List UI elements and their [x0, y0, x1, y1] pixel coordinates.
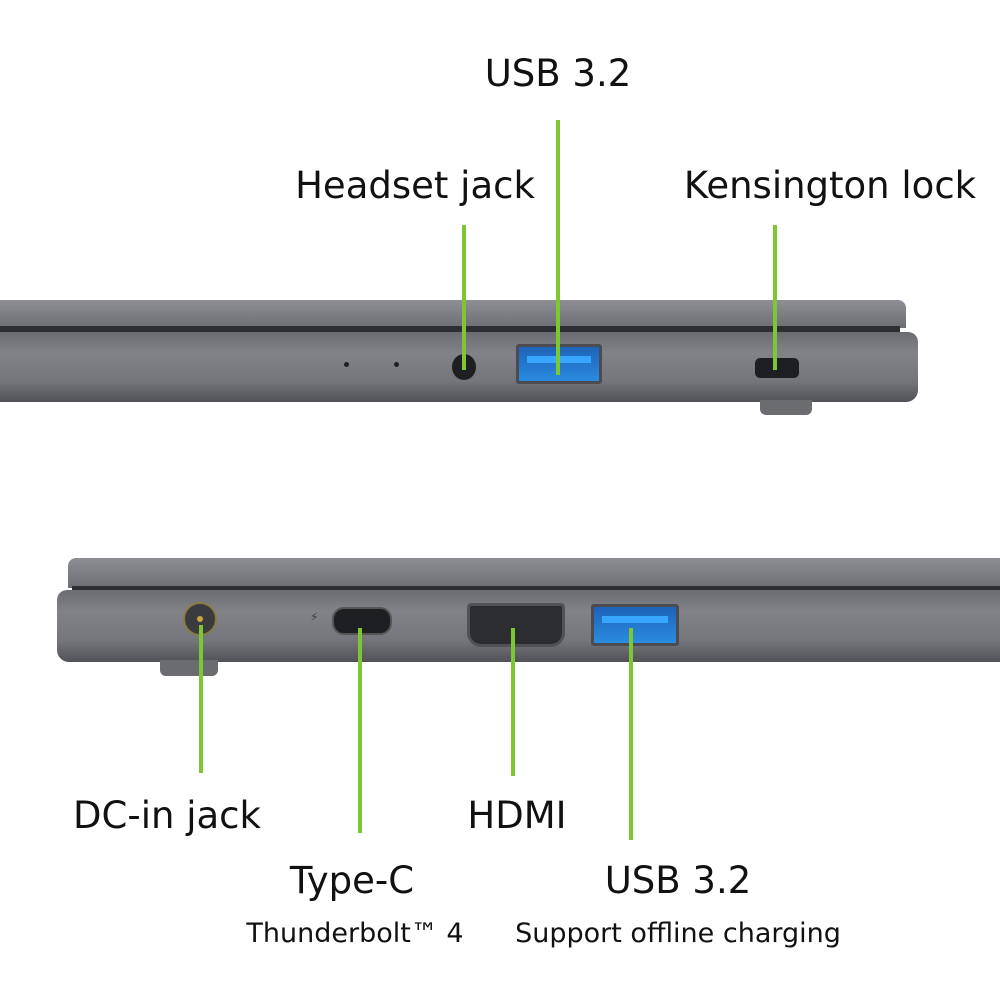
- typec-port: [332, 607, 392, 635]
- battery-led-icon: [394, 362, 399, 367]
- callout-line-typec: [358, 628, 362, 833]
- usb-port-bottom: [591, 604, 679, 646]
- lid: [0, 300, 906, 328]
- callout-line-dc: [199, 625, 203, 773]
- foot: [760, 400, 812, 415]
- label-kensington-lock: Kensington lock: [683, 164, 977, 207]
- label-dc-in-jack: DC-in jack: [73, 794, 261, 837]
- label-offline-charging: Support offline charging: [515, 918, 841, 949]
- label-hdmi: HDMI: [467, 794, 567, 837]
- callout-line-usb-bottom: [629, 628, 633, 840]
- kensington-slot: [755, 358, 799, 378]
- label-type-c: Type-C: [289, 859, 415, 902]
- lid-gap: [72, 586, 1000, 592]
- label-usb-bottom: USB 3.2: [604, 859, 752, 902]
- label-usb-top: USB 3.2: [484, 52, 632, 95]
- callout-line-headset: [462, 225, 466, 370]
- hdmi-port: [467, 603, 565, 647]
- lid: [68, 558, 1000, 588]
- callout-line-kensington: [773, 225, 777, 370]
- callout-line-hdmi: [511, 628, 515, 776]
- thunderbolt-icon: ⚡: [310, 610, 319, 624]
- lid-gap: [0, 326, 900, 332]
- power-led-icon: [344, 362, 349, 367]
- label-headset-jack: Headset jack: [295, 164, 535, 207]
- label-thunderbolt: Thunderbolt™ 4: [246, 918, 464, 949]
- dc-in-port: [183, 602, 217, 636]
- callout-line-usb-top: [556, 120, 560, 375]
- foot: [160, 660, 218, 676]
